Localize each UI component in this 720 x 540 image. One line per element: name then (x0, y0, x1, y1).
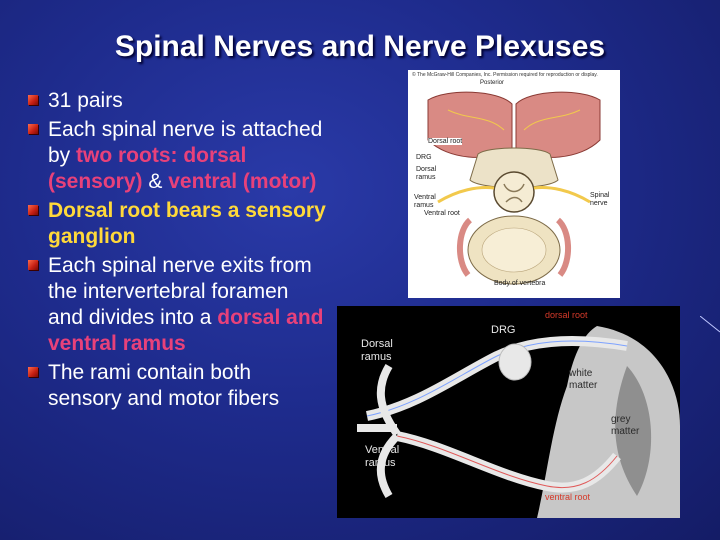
bullet-text: dorsal and ventral ramus (48, 306, 324, 355)
bullet-text: Each spinal nerve is attached by (48, 118, 323, 167)
label-spinal-nerve-top: Spinal nerve (590, 192, 610, 207)
label-drg-top: DRG (416, 154, 432, 161)
label-dorsal-ramus-bottom: Dorsal ramus (361, 338, 393, 363)
bullet-item: Each spinal nerve is attached by two roo… (28, 117, 328, 195)
label-ventral-ramus-bottom: Ventral ramus (365, 444, 400, 469)
bullet-marker-icon (28, 205, 38, 215)
bullet-marker-icon (28, 367, 38, 377)
label-ventral-root-bottom: ventral root (545, 492, 591, 502)
bullet-marker-icon (28, 95, 38, 105)
label-ventral-root-top: Ventral root (424, 210, 460, 217)
bullet-text: The rami contain both sensory and motor … (48, 361, 280, 410)
label-white-matter: white matter (569, 368, 598, 391)
slide-title: Spinal Nerves and Nerve Plexuses (114, 30, 606, 63)
bullet-item: Each spinal nerve exits from the interve… (28, 253, 328, 357)
vertebra-illustration (427, 91, 601, 285)
bullet-text: two roots: dorsal (sensory) (48, 144, 247, 193)
nerve-root-schematic-figure: dorsal root DRG Dorsal ramus Ventral ram… (337, 306, 680, 518)
bullet-text: sensory ganglion (48, 199, 326, 248)
label-ventral-ramus-top: Ventral ramus (414, 194, 436, 209)
bullet-item: Dorsal root bears a sensory ganglion (28, 198, 328, 250)
label-dorsal-ramus-top: Dorsal ramus (416, 166, 437, 181)
bullet-text: & (142, 170, 169, 193)
bullet-text: Dorsal root bears a (48, 199, 246, 222)
bullet-marker-icon (28, 124, 38, 134)
bullet-item: 31 pairs (28, 88, 328, 114)
decorative-slash (700, 316, 720, 333)
label-drg-bottom: DRG (491, 324, 516, 336)
nerve-root-schematic (357, 326, 680, 518)
label-grey-matter: grey matter (611, 414, 640, 437)
label-dorsal-root-top: Dorsal root (428, 138, 463, 145)
bullet-text: Each spinal nerve exits from the interve… (48, 254, 312, 329)
label-body-top: Body of vertebra (494, 280, 546, 287)
bullet-text: ventral (motor) (168, 170, 317, 193)
bullet-item: The rami contain both sensory and motor … (28, 360, 328, 412)
copyright-notice: © The McGraw-Hill Companies, Inc. Permis… (412, 72, 598, 78)
label-dorsal-root-bottom: dorsal root (545, 310, 588, 320)
bullet-text: 31 pairs (48, 89, 123, 112)
posterior-label: Posterior (480, 80, 505, 86)
vertebra-cross-section-figure: © The McGraw-Hill Companies, Inc. Permis… (408, 70, 620, 298)
bullet-marker-icon (28, 260, 38, 270)
